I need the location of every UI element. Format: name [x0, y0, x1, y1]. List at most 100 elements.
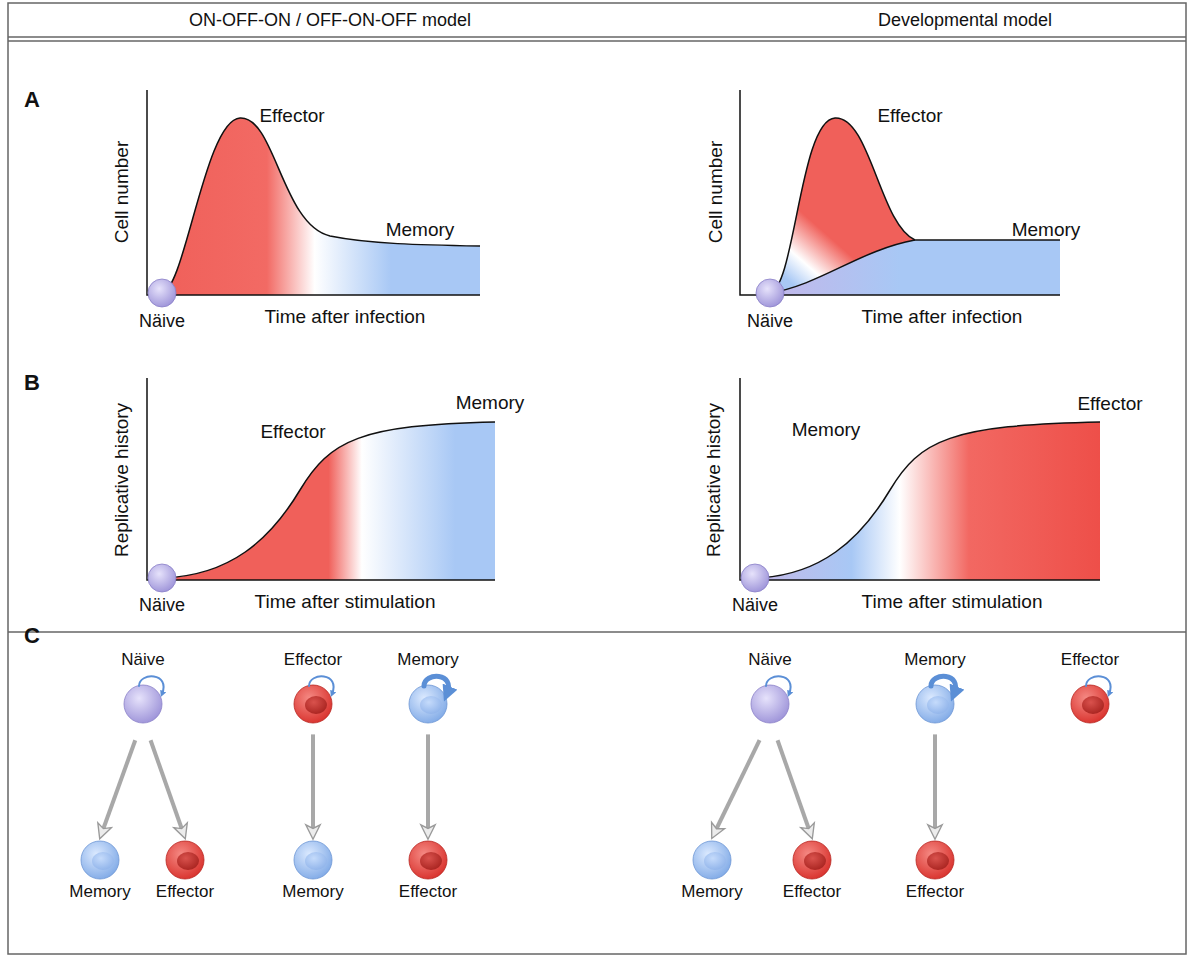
label-holder: Effector [156, 882, 214, 902]
memory-cell [903, 670, 967, 726]
panel-letter: B [24, 370, 40, 395]
cell-nucleus [927, 852, 949, 870]
chart-label: Memory [1012, 219, 1081, 241]
self-renewal-arrow [766, 677, 791, 695]
cell-body [916, 841, 954, 879]
effector-cell [1058, 670, 1122, 726]
cell-label: Memory [69, 882, 130, 901]
chart-label: Memory [386, 219, 455, 241]
cell-number-curve [770, 118, 1060, 293]
memory-cell [68, 838, 132, 882]
self-renewal-arrow [931, 677, 956, 695]
effector-cell-node: Effector [263, 650, 363, 726]
cell-nucleus [927, 696, 949, 714]
cell-nucleus [420, 852, 442, 870]
chart-label: Time after stimulation [862, 591, 1043, 613]
axis-title: Replicative history [703, 403, 725, 557]
differentiation-arrow [933, 734, 937, 832]
cell-number-curve [162, 118, 480, 293]
self-renewal-arrow [139, 677, 164, 695]
memory-cell-node: Memory [263, 838, 363, 902]
cell-label: Effector [906, 882, 964, 901]
cell-label: Memory [681, 882, 742, 901]
axis-title: Cell number [111, 141, 133, 243]
label-holder: Memory [904, 650, 965, 670]
column-heading: ON-OFF-ON / OFF-ON-OFF model [189, 10, 471, 31]
cell-label: Effector [783, 882, 841, 901]
memory-cell-node: Memory [662, 838, 762, 902]
naive-cell [148, 564, 176, 592]
chart-label: Näive [139, 311, 185, 332]
axes [147, 378, 495, 580]
panel-rule [8, 631, 1186, 633]
cell-body [693, 841, 731, 879]
differentiation-arrow [102, 740, 135, 832]
effector-cell-node: Effector [1040, 650, 1140, 726]
cell-nucleus [804, 852, 826, 870]
replicative-area [755, 422, 1100, 580]
memory-cell-node: Memory [885, 650, 985, 726]
differentiation-arrow [311, 734, 315, 832]
chart-label: Time after infection [862, 306, 1023, 328]
chart-label: Näive [747, 311, 793, 332]
replicative-curve [162, 422, 495, 578]
chart-label: Memory [792, 419, 861, 441]
naive-cell [738, 670, 802, 726]
differentiation-arrow [426, 734, 430, 832]
cell-body [166, 841, 204, 879]
header-rule [8, 36, 1186, 38]
naive-cell [148, 279, 176, 307]
chart-label: Time after infection [265, 306, 426, 328]
label-holder: Memory [397, 650, 458, 670]
cell-body [751, 685, 789, 723]
label-holder: Effector [284, 650, 342, 670]
cell-nucleus [305, 696, 327, 714]
cell-body [793, 841, 831, 879]
label-holder: Effector [783, 882, 841, 902]
chart-label: Effector [877, 105, 942, 127]
cell-label: Näive [748, 650, 791, 669]
differentiation-arrow [715, 740, 760, 832]
replicative-area [162, 422, 495, 580]
cell-label: Memory [397, 650, 458, 669]
cell-label: Effector [1061, 650, 1119, 669]
header-rule [8, 40, 1186, 42]
differentiation-arrow [151, 740, 183, 832]
cell-body [124, 685, 162, 723]
effector-cell [281, 670, 345, 726]
panel-letter: A [24, 87, 40, 112]
memory-curve-area [770, 240, 1060, 295]
cell-nucleus [704, 852, 726, 870]
cell-body [294, 685, 332, 723]
effector-cell [396, 838, 460, 882]
cell-nucleus [92, 852, 114, 870]
self-renewal-arrow [1086, 677, 1111, 695]
memory-cell [396, 670, 460, 726]
cell-body [294, 841, 332, 879]
naive-cell-node: Näive [93, 650, 193, 726]
panel-letter: C [24, 623, 40, 648]
column-heading: Developmental model [878, 10, 1052, 31]
cell-label: Memory [904, 650, 965, 669]
naive-cell [756, 279, 784, 307]
cell-label: Näive [121, 650, 164, 669]
differentiation-arrow [778, 740, 810, 832]
self-renewal-arrow [424, 677, 449, 695]
naive-cell-node: Näive [720, 650, 820, 726]
chart-label: Time after stimulation [255, 591, 436, 613]
chart-label: Effector [260, 421, 325, 443]
figure-frame [8, 3, 1186, 954]
memory-cell [680, 838, 744, 882]
cell-body [916, 685, 954, 723]
effector-curve-area [770, 118, 1060, 295]
cell-body [81, 841, 119, 879]
cell-body [409, 841, 447, 879]
label-holder: Memory [282, 882, 343, 902]
effector-cell-node: Effector [378, 838, 478, 902]
label-holder: Näive [748, 650, 791, 670]
memory-curve [770, 240, 915, 293]
cell-label: Effector [399, 882, 457, 901]
